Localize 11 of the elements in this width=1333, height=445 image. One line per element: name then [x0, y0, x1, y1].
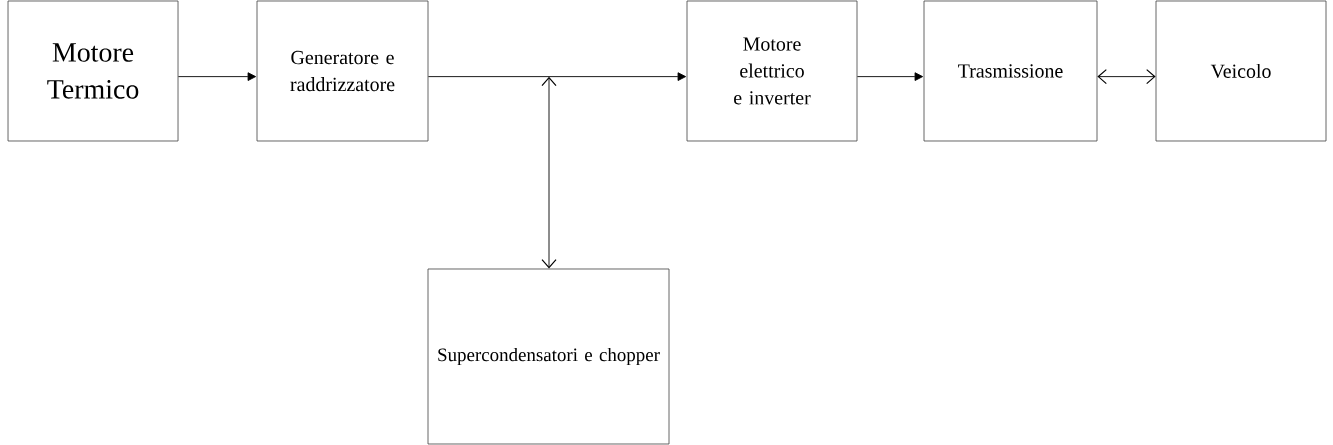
process-box: Supercondensatori e chopper — [427, 268, 670, 445]
process-box: Motore elettrico e inverter — [686, 0, 858, 142]
process-box: Motore Termico — [7, 0, 179, 142]
arrow — [541, 76, 557, 269]
arrow — [856, 72, 924, 81]
arrow — [427, 72, 687, 81]
process-box: Generatore e raddrizzatore — [256, 0, 429, 142]
arrow — [1097, 69, 1156, 85]
arrow — [177, 72, 257, 81]
process-box: Trasmissione — [923, 0, 1098, 142]
process-box: Veicolo — [1155, 0, 1327, 142]
